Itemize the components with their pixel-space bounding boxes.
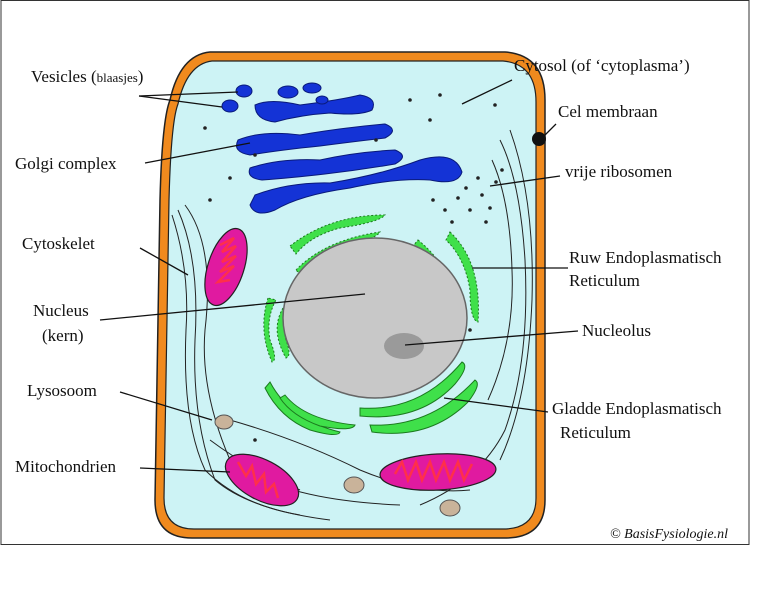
lysosomes	[214, 414, 461, 517]
mitochondrion-bottom-left	[224, 453, 300, 507]
label-vesicles-note: blaasjes	[97, 70, 138, 85]
label-vesicles: Vesicles (blaasjes)	[31, 67, 143, 86]
label-cel-membraan: Cel membraan	[558, 102, 658, 121]
free-ribosomes	[203, 93, 504, 442]
leader-lines	[99, 79, 579, 473]
label-ruw-er-1: Ruw Endoplasmatisch	[569, 248, 722, 267]
golgi-complex	[221, 82, 463, 214]
nucleolus-shape	[384, 333, 424, 359]
mitochondrion-bottom-right	[379, 453, 497, 491]
label-nucleolus: Nucleolus	[582, 321, 651, 340]
mitochondrion-left	[204, 227, 248, 307]
label-nucleus-nl: (kern)	[42, 326, 84, 345]
label-gladde-er-1: Gladde Endoplasmatisch	[552, 399, 722, 418]
label-ruw-er-2: Reticulum	[569, 271, 640, 290]
label-lysosoom: Lysosoom	[27, 381, 97, 400]
label-gladde-er-2: Reticulum	[560, 423, 631, 442]
label-mitochondrien: Mitochondrien	[15, 457, 117, 476]
label-vrije-ribosomen: vrije ribosomen	[565, 162, 673, 181]
label-nucleus: Nucleus	[33, 301, 89, 320]
smooth-er	[264, 361, 478, 436]
label-golgi: Golgi complex	[15, 154, 117, 173]
label-cytoskelet: Cytoskelet	[22, 234, 95, 253]
membrane-marker	[532, 132, 546, 146]
label-cytosol: Cytosol (of ‘cytoplasma’)	[514, 56, 690, 75]
frame-border	[0, 0, 750, 545]
credit-text: © BasisFysiologie.nl	[610, 527, 728, 542]
nucleus-shape	[282, 237, 468, 399]
